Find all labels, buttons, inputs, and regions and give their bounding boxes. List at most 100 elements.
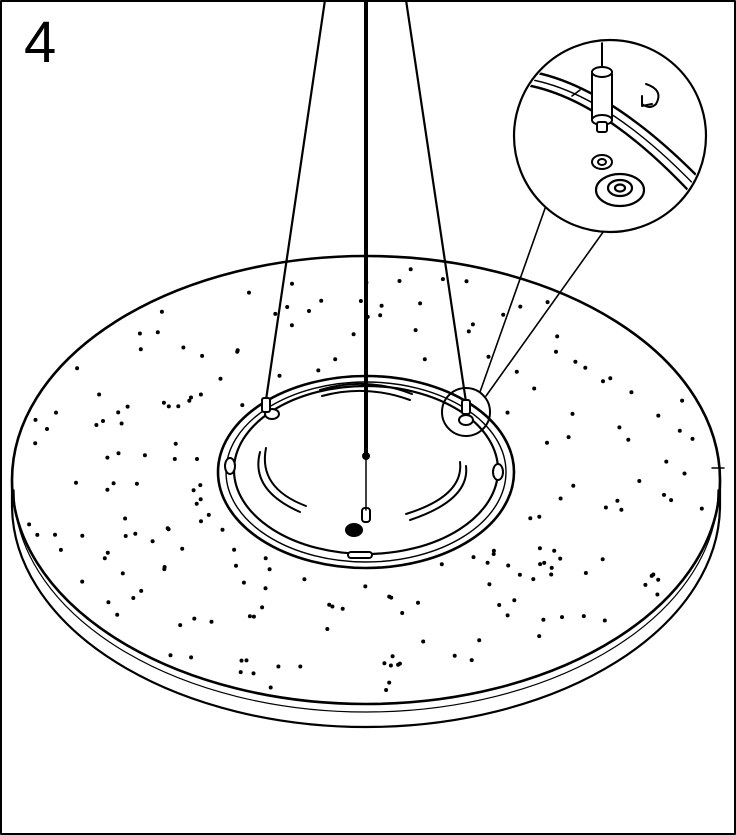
led-dot bbox=[421, 639, 426, 644]
led-dot bbox=[165, 526, 170, 531]
led-dot bbox=[194, 501, 199, 506]
led-dot bbox=[200, 353, 205, 358]
led-dot bbox=[537, 634, 542, 639]
led-dot bbox=[251, 614, 256, 619]
led-dot bbox=[192, 616, 197, 621]
led-dot bbox=[159, 309, 164, 314]
led-dot bbox=[655, 592, 660, 597]
led-dot bbox=[388, 663, 393, 668]
led-dot bbox=[289, 323, 294, 328]
led-dot bbox=[105, 550, 110, 555]
led-dot bbox=[512, 598, 517, 603]
led-dot bbox=[94, 423, 99, 427]
led-dot bbox=[333, 357, 338, 362]
washer-icon bbox=[591, 154, 613, 170]
led-dot bbox=[491, 552, 496, 556]
led-dot bbox=[528, 516, 533, 521]
led-dot bbox=[102, 556, 107, 561]
led-dot bbox=[541, 617, 546, 622]
led-dot bbox=[669, 498, 674, 503]
led-dot bbox=[241, 580, 246, 585]
suspension-cables bbox=[261, 0, 471, 511]
led-dot bbox=[532, 386, 537, 391]
led-dot bbox=[189, 395, 193, 400]
cable-gripper-right bbox=[461, 399, 471, 415]
led-dot bbox=[75, 366, 80, 371]
led-dot bbox=[531, 577, 536, 582]
led-dot bbox=[570, 411, 575, 416]
led-dot bbox=[477, 638, 482, 643]
led-dot bbox=[239, 658, 244, 663]
led-dot bbox=[187, 398, 192, 403]
led-dot bbox=[664, 459, 669, 464]
led-dot bbox=[603, 505, 608, 510]
led-dot bbox=[470, 322, 475, 327]
led-dot bbox=[439, 562, 444, 567]
led-dot bbox=[199, 519, 203, 524]
led-dot bbox=[198, 497, 203, 502]
led-dot bbox=[506, 563, 511, 568]
led-dot bbox=[651, 572, 656, 577]
led-dot bbox=[195, 457, 199, 461]
led-dot bbox=[74, 480, 78, 485]
led-dot bbox=[298, 664, 303, 669]
led-dot bbox=[168, 653, 173, 658]
led-dot bbox=[554, 349, 558, 354]
rotate-arrow-icon bbox=[641, 83, 660, 108]
led-dot bbox=[80, 533, 85, 538]
led-dot bbox=[133, 531, 138, 536]
led-dot bbox=[413, 328, 418, 333]
led-dot bbox=[397, 661, 402, 666]
led-dot bbox=[677, 428, 682, 433]
led-dot bbox=[33, 441, 38, 446]
led-dot bbox=[155, 330, 160, 335]
led-dot bbox=[384, 688, 389, 692]
led-dot bbox=[150, 539, 155, 544]
led-dot bbox=[220, 527, 225, 532]
led-dot bbox=[517, 572, 522, 577]
led-dot bbox=[198, 483, 203, 488]
led-dot bbox=[123, 534, 128, 538]
led-dot bbox=[161, 400, 166, 405]
led-dot bbox=[325, 627, 330, 631]
led-dot bbox=[198, 392, 203, 397]
led-dot bbox=[537, 514, 542, 519]
led-dot bbox=[134, 481, 139, 486]
led-dot bbox=[45, 427, 49, 431]
led-dot bbox=[307, 309, 311, 313]
led-dot bbox=[571, 483, 576, 488]
led-dot bbox=[558, 496, 563, 501]
led-dot bbox=[464, 279, 469, 284]
led-dot bbox=[277, 373, 282, 378]
led-dot bbox=[545, 440, 549, 445]
led-dot bbox=[119, 421, 124, 426]
led-dot bbox=[101, 419, 105, 423]
led-dot bbox=[566, 435, 571, 440]
led-dot bbox=[116, 451, 121, 456]
led-dot bbox=[181, 345, 186, 350]
led-dot bbox=[27, 522, 32, 527]
led-dot bbox=[608, 376, 613, 381]
led-dot bbox=[106, 600, 111, 605]
led-dot bbox=[111, 481, 116, 486]
led-dot bbox=[662, 492, 666, 497]
steel-cable-right bbox=[404, 0, 468, 404]
cable-gripper-left bbox=[261, 397, 271, 413]
led-dot bbox=[80, 579, 85, 584]
steel-cable-left bbox=[264, 0, 327, 402]
led-dot bbox=[251, 671, 256, 676]
led-dot bbox=[505, 613, 510, 618]
led-dot bbox=[206, 512, 211, 517]
led-dot bbox=[581, 614, 586, 619]
led-dot bbox=[560, 615, 564, 620]
led-dot bbox=[501, 312, 506, 317]
led-dot bbox=[302, 577, 307, 582]
led-dot bbox=[327, 602, 332, 607]
led-dot bbox=[244, 658, 249, 663]
led-dot bbox=[105, 455, 110, 460]
led-dot bbox=[273, 311, 278, 316]
led-dot bbox=[486, 354, 491, 359]
led-dot bbox=[131, 596, 136, 600]
